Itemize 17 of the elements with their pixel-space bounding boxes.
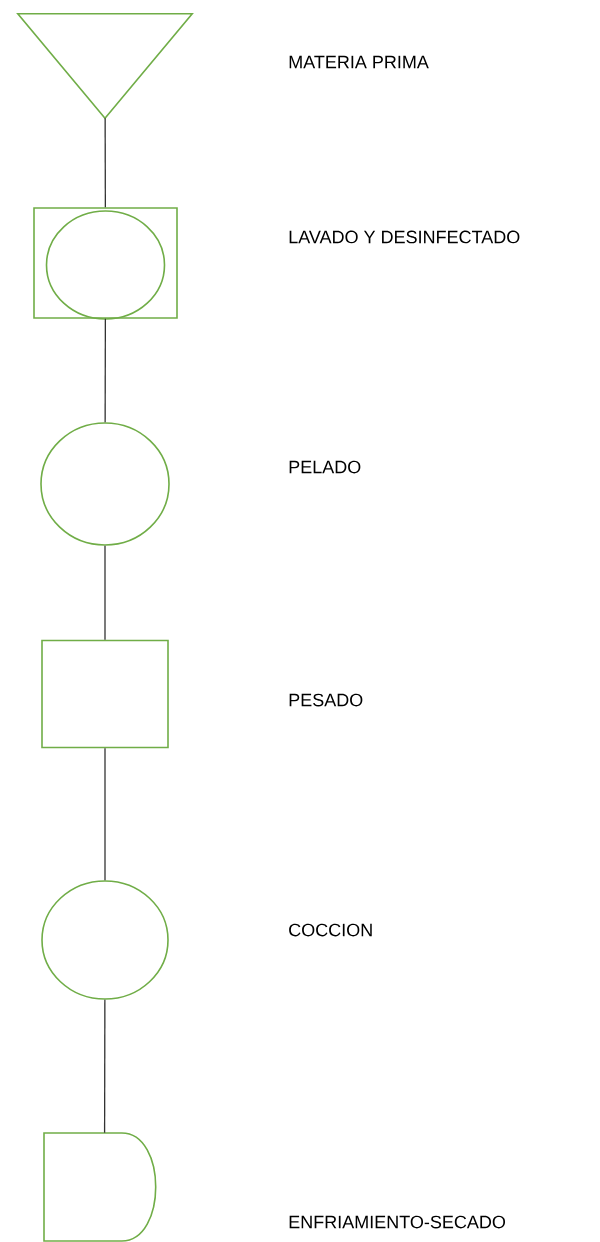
step-label: COCCION (289, 923, 372, 937)
square-symbol (33, 207, 178, 319)
step-label: LAVADO Y DESINFECTADO (289, 230, 520, 244)
connector-line (103, 999, 106, 1134)
square-symbol (41, 639, 169, 749)
step-label: MATERIA PRIMA (289, 55, 429, 69)
connector-line (104, 747, 106, 881)
circle-symbol (45, 210, 166, 320)
circle-symbol (40, 422, 170, 546)
connector-line (104, 545, 106, 641)
step-label: ENFRIAMIENTO-SECADO (289, 1215, 506, 1229)
connector-line (104, 117, 106, 208)
step-label: PELADO (289, 460, 361, 474)
delay-symbol (43, 1132, 157, 1242)
step-label: PESADO (289, 693, 363, 707)
connector-line (104, 318, 107, 423)
circle-symbol (41, 880, 169, 1000)
